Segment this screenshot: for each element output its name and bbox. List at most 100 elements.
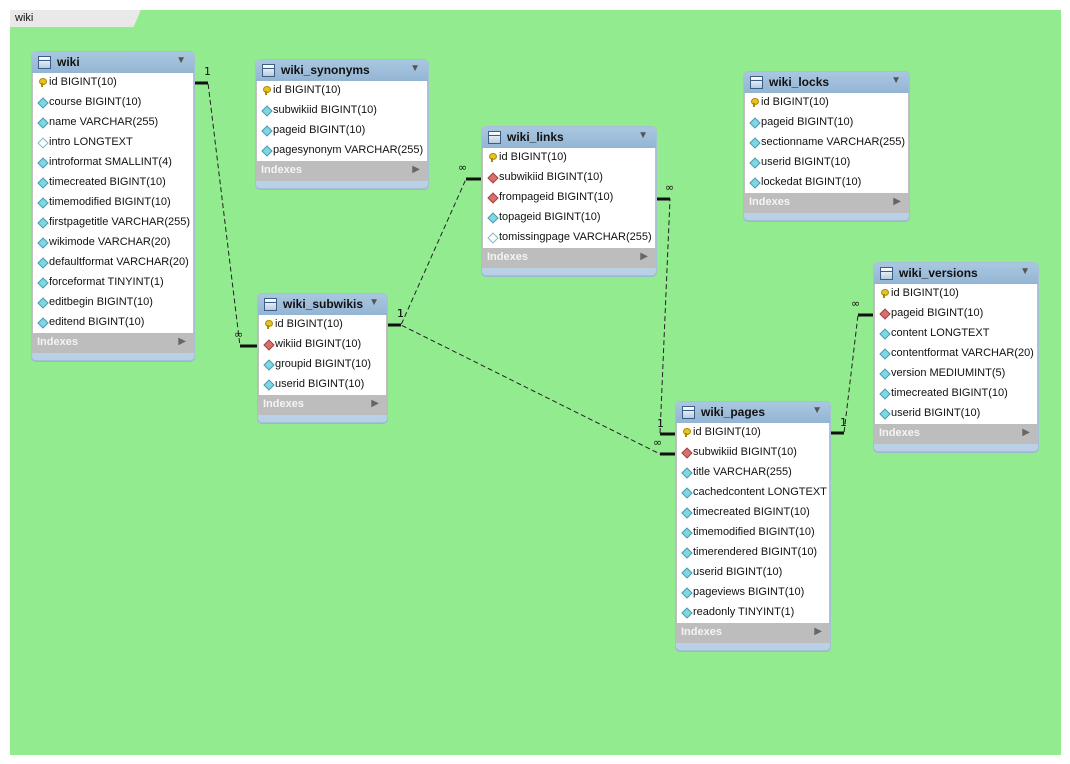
column-row[interactable]: title VARCHAR(255) — [677, 463, 829, 483]
column-icon — [38, 198, 47, 207]
table-header[interactable]: wiki▼ — [32, 52, 194, 73]
column-row[interactable]: pageid BIGINT(10) — [875, 304, 1037, 324]
relationship-line[interactable] — [386, 324, 675, 455]
column-row[interactable]: timemodified BIGINT(10) — [33, 193, 193, 213]
relationship-wiki-wiki-subwikis[interactable]: 1∞ — [193, 65, 257, 348]
column-row[interactable]: wikimode VARCHAR(20) — [33, 233, 193, 253]
table-icon — [38, 56, 51, 69]
column-row[interactable]: timerendered BIGINT(10) — [677, 543, 829, 563]
indexes-section[interactable]: Indexes▶ — [32, 333, 194, 353]
expand-arrow-icon[interactable]: ▶ — [371, 398, 379, 409]
column-row[interactable]: sectionname VARCHAR(255) — [745, 133, 908, 153]
expand-arrow-icon[interactable]: ▶ — [893, 196, 901, 207]
primary-key-icon — [38, 78, 47, 87]
expand-arrow-icon[interactable]: ▶ — [640, 251, 648, 262]
column-row[interactable]: userid BIGINT(10) — [875, 404, 1037, 424]
column-row[interactable]: editend BIGINT(10) — [33, 313, 193, 333]
expand-arrow-icon[interactable]: ▶ — [412, 164, 420, 175]
column-row[interactable]: id BIGINT(10) — [483, 148, 655, 168]
column-row[interactable]: timecreated BIGINT(10) — [677, 503, 829, 523]
column-row[interactable]: id BIGINT(10) — [33, 73, 193, 93]
table-header[interactable]: wiki_versions▼ — [874, 263, 1038, 284]
collapse-arrow-icon[interactable]: ▼ — [176, 55, 186, 66]
column-row[interactable]: version MEDIUMINT(5) — [875, 364, 1037, 384]
relationship-line[interactable] — [829, 314, 873, 434]
collapse-arrow-icon[interactable]: ▼ — [891, 75, 901, 86]
column-row[interactable]: introformat SMALLINT(4) — [33, 153, 193, 173]
layer-tab[interactable]: wiki — [10, 10, 141, 28]
column-row[interactable]: defaultformat VARCHAR(20) — [33, 253, 193, 273]
collapse-arrow-icon[interactable]: ▼ — [1020, 266, 1030, 277]
column-row[interactable]: editbegin BIGINT(10) — [33, 293, 193, 313]
column-row[interactable]: groupid BIGINT(10) — [259, 355, 386, 375]
column-row[interactable]: contentformat VARCHAR(20) — [875, 344, 1037, 364]
column-row[interactable]: timecreated BIGINT(10) — [33, 173, 193, 193]
indexes-section[interactable]: Indexes▶ — [744, 193, 909, 213]
column-row[interactable]: id BIGINT(10) — [257, 81, 427, 101]
column-row[interactable]: intro LONGTEXT — [33, 133, 193, 153]
column-row[interactable]: topageid BIGINT(10) — [483, 208, 655, 228]
table-wiki-links[interactable]: wiki_links▼id BIGINT(10)subwikiid BIGINT… — [481, 126, 657, 276]
column-row[interactable]: frompageid BIGINT(10) — [483, 188, 655, 208]
column-row[interactable]: subwikiid BIGINT(10) — [677, 443, 829, 463]
table-wiki-locks[interactable]: wiki_locks▼id BIGINT(10)pageid BIGINT(10… — [743, 71, 910, 221]
column-row[interactable]: id BIGINT(10) — [875, 284, 1037, 304]
table-header[interactable]: wiki_locks▼ — [744, 72, 909, 93]
indexes-section[interactable]: Indexes▶ — [258, 395, 387, 415]
column-row[interactable]: id BIGINT(10) — [745, 93, 908, 113]
cardinality-one-label: 1 — [204, 65, 211, 78]
indexes-section[interactable]: Indexes▶ — [676, 623, 830, 643]
collapse-arrow-icon[interactable]: ▼ — [638, 130, 648, 141]
expand-arrow-icon[interactable]: ▶ — [1022, 427, 1030, 438]
column-row[interactable]: pageviews BIGINT(10) — [677, 583, 829, 603]
table-wiki[interactable]: wiki▼id BIGINT(10)course BIGINT(10)name … — [31, 51, 195, 361]
column-row[interactable]: tomissingpage VARCHAR(255) — [483, 228, 655, 248]
column-list: id BIGINT(10)pageid BIGINT(10)sectionnam… — [744, 93, 909, 193]
table-header[interactable]: wiki_subwikis▼ — [258, 294, 387, 315]
column-row[interactable]: userid BIGINT(10) — [259, 375, 386, 395]
column-icon — [38, 218, 47, 227]
table-wiki-synonyms[interactable]: wiki_synonyms▼id BIGINT(10)subwikiid BIG… — [255, 59, 429, 189]
column-row[interactable]: id BIGINT(10) — [677, 423, 829, 443]
column-row[interactable]: userid BIGINT(10) — [677, 563, 829, 583]
expand-arrow-icon[interactable]: ▶ — [178, 336, 186, 347]
collapse-arrow-icon[interactable]: ▼ — [812, 405, 822, 416]
column-row[interactable]: name VARCHAR(255) — [33, 113, 193, 133]
column-row[interactable]: readonly TINYINT(1) — [677, 603, 829, 623]
column-row[interactable]: cachedcontent LONGTEXT — [677, 483, 829, 503]
column-row[interactable]: userid BIGINT(10) — [745, 153, 908, 173]
column-row[interactable]: subwikiid BIGINT(10) — [257, 101, 427, 121]
column-row[interactable]: pageid BIGINT(10) — [745, 113, 908, 133]
column-row[interactable]: subwikiid BIGINT(10) — [483, 168, 655, 188]
relationship-line[interactable] — [193, 82, 257, 347]
expand-arrow-icon[interactable]: ▶ — [814, 626, 822, 637]
column-row[interactable]: content LONGTEXT — [875, 324, 1037, 344]
table-wiki-pages[interactable]: wiki_pages▼id BIGINT(10)subwikiid BIGINT… — [675, 401, 831, 651]
collapse-arrow-icon[interactable]: ▼ — [369, 297, 379, 308]
column-row[interactable]: id BIGINT(10) — [259, 315, 386, 335]
column-row[interactable]: timemodified BIGINT(10) — [677, 523, 829, 543]
column-row[interactable]: timecreated BIGINT(10) — [875, 384, 1037, 404]
relationship-wiki-subwikis-wiki-pages[interactable]: 1∞ — [386, 307, 675, 456]
column-row[interactable]: course BIGINT(10) — [33, 93, 193, 113]
column-row[interactable]: lockedat BIGINT(10) — [745, 173, 908, 193]
column-row[interactable]: pagesynonym VARCHAR(255) — [257, 141, 427, 161]
indexes-section[interactable]: Indexes▶ — [482, 248, 656, 268]
relationship-line[interactable] — [386, 178, 481, 326]
relationship-wiki-pages-wiki-versions[interactable]: 1∞ — [829, 297, 873, 435]
indexes-section[interactable]: Indexes▶ — [256, 161, 428, 181]
column-row[interactable]: firstpagetitle VARCHAR(255) — [33, 213, 193, 233]
table-wiki-versions[interactable]: wiki_versions▼id BIGINT(10)pageid BIGINT… — [873, 262, 1039, 452]
column-row[interactable]: pageid BIGINT(10) — [257, 121, 427, 141]
table-wiki-subwikis[interactable]: wiki_subwikis▼id BIGINT(10)wikiid BIGINT… — [257, 293, 388, 423]
table-header[interactable]: wiki_synonyms▼ — [256, 60, 428, 81]
relationship-line[interactable] — [655, 198, 675, 435]
relationship-wiki-pages-wiki-links[interactable]: 1∞ — [655, 181, 675, 436]
column-row[interactable]: forceformat TINYINT(1) — [33, 273, 193, 293]
table-header[interactable]: wiki_links▼ — [482, 127, 656, 148]
indexes-section[interactable]: Indexes▶ — [874, 424, 1038, 444]
column-row[interactable]: wikiid BIGINT(10) — [259, 335, 386, 355]
table-header[interactable]: wiki_pages▼ — [676, 402, 830, 423]
column-text: firstpagetitle VARCHAR(255) — [49, 216, 191, 228]
collapse-arrow-icon[interactable]: ▼ — [410, 63, 420, 74]
